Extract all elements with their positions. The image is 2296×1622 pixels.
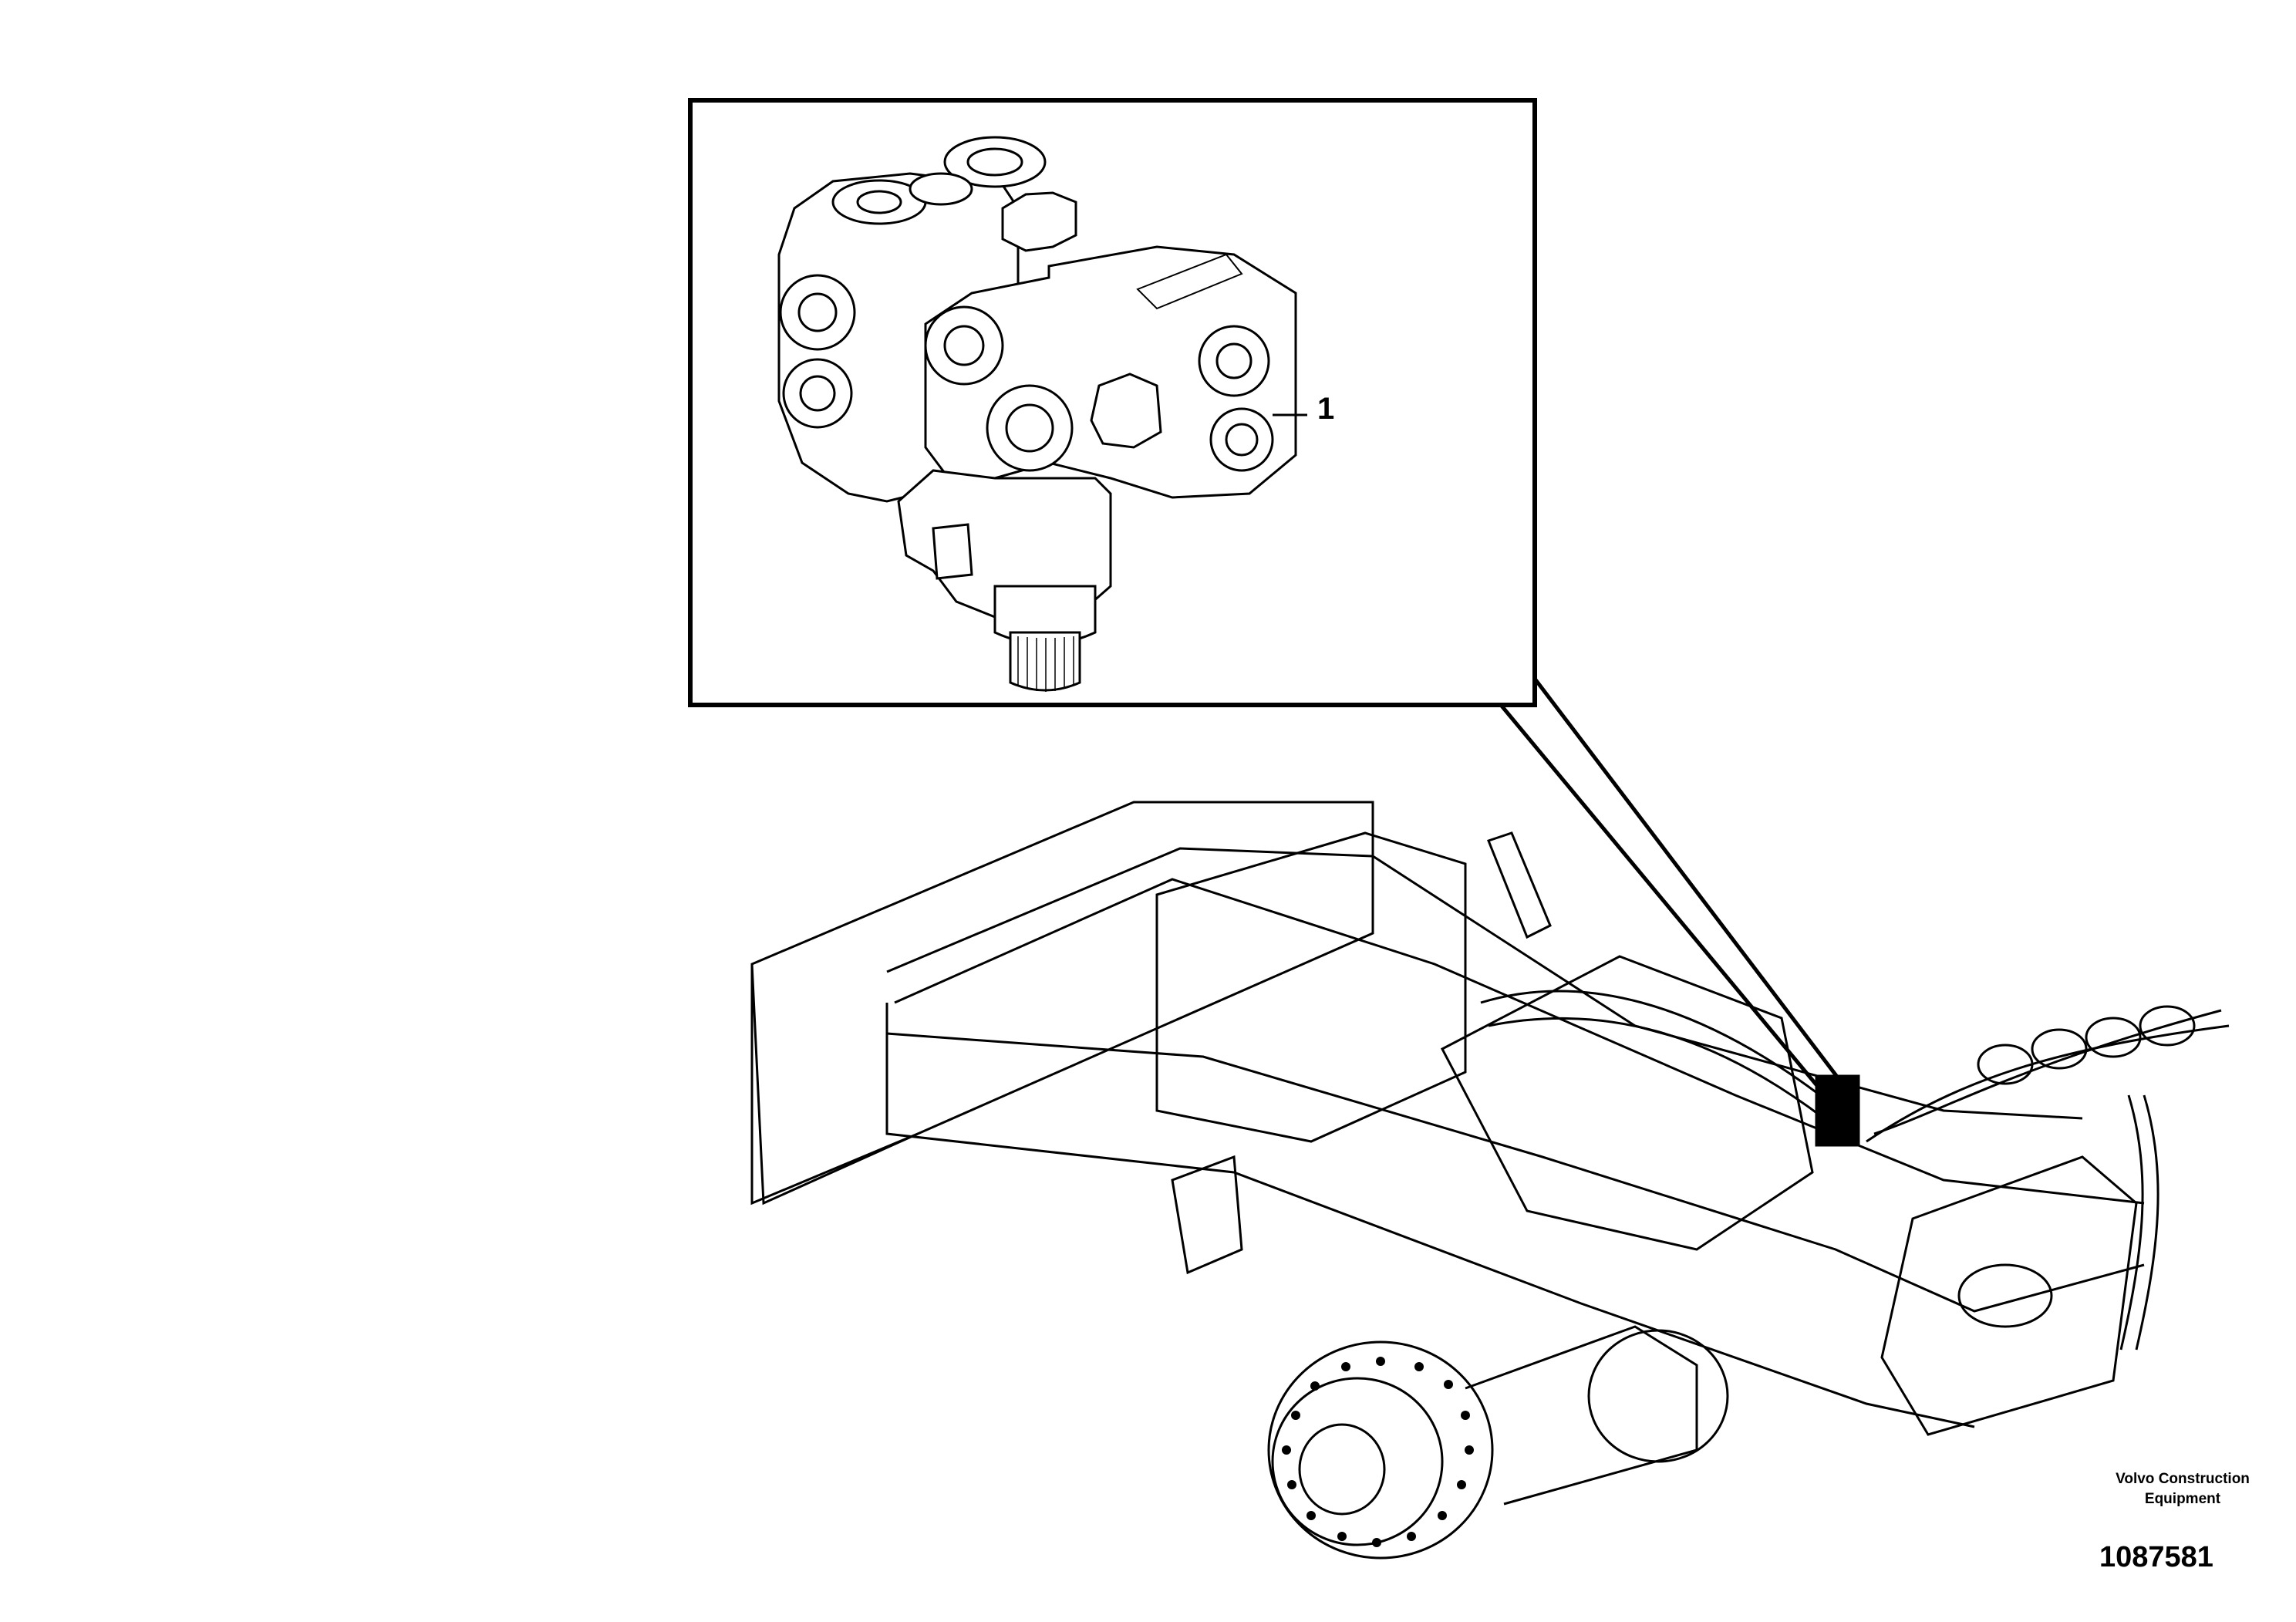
top-port-2-inner xyxy=(968,149,1022,175)
knurled-nut xyxy=(1010,632,1080,690)
company-line-1: Volvo Construction xyxy=(2116,1471,2250,1487)
wheel-bolts xyxy=(1282,1357,1474,1547)
wheel-hub-center xyxy=(1300,1425,1384,1514)
knurl-lines xyxy=(1018,636,1074,692)
company-name: Volvo Construction Equipment xyxy=(2082,1469,2283,1509)
inset-frame xyxy=(690,100,1535,705)
hose-down-1 xyxy=(2121,1095,2143,1350)
left-port-lower-inner xyxy=(801,376,834,410)
front-port-upper-inner xyxy=(945,326,983,365)
hex-plug xyxy=(1003,193,1076,251)
callout-label-1: 1 xyxy=(1317,392,1335,426)
valve-part-1 xyxy=(779,137,1296,692)
axle-housing xyxy=(1465,1327,1697,1504)
frame-top-plate xyxy=(887,848,2082,1118)
pedal xyxy=(1489,833,1550,937)
rear-block-face xyxy=(752,964,918,1203)
top-port-3 xyxy=(910,174,972,204)
nameplate xyxy=(1138,255,1242,309)
wheel-hub-flange xyxy=(1273,1378,1442,1545)
rear-block xyxy=(752,802,1373,1203)
solenoid-connector xyxy=(933,524,972,578)
drawing-number: 1087581 xyxy=(2099,1541,2213,1573)
inset-leader-right xyxy=(1535,679,1839,1080)
detail-inset xyxy=(690,100,1839,1088)
right-port-upper-inner xyxy=(1217,344,1251,378)
front-bracket xyxy=(1882,1157,2136,1435)
main-beam-lower xyxy=(887,1034,2144,1311)
hose-down-2 xyxy=(2136,1095,2158,1350)
cross-member xyxy=(1157,833,1465,1141)
front-port-lower-inner xyxy=(1006,405,1053,451)
front-bracket-hole xyxy=(1959,1265,2052,1327)
wheel-hub-outer xyxy=(1269,1342,1492,1558)
front-hex-plug xyxy=(1091,374,1161,447)
accumulators xyxy=(1978,1007,2194,1084)
hanging-bracket xyxy=(1172,1157,1242,1273)
machine-frame xyxy=(752,802,2229,1558)
company-line-2: Equipment xyxy=(2144,1491,2221,1507)
left-port-upper-inner xyxy=(799,294,836,331)
hose-group-right-2 xyxy=(1866,1026,2229,1141)
top-port-1-inner xyxy=(858,191,901,213)
differential xyxy=(1589,1330,1728,1462)
inset-leader-left xyxy=(1501,705,1819,1088)
main-beam-upper xyxy=(895,879,2144,1203)
hose-main-1 xyxy=(1481,991,1820,1095)
hose-main-2 xyxy=(1489,1018,1824,1118)
center-housing xyxy=(1442,956,1812,1249)
right-port-lower-inner xyxy=(1226,424,1257,455)
installed-valve xyxy=(1816,1076,1859,1145)
main-beam-side xyxy=(887,1003,1974,1427)
